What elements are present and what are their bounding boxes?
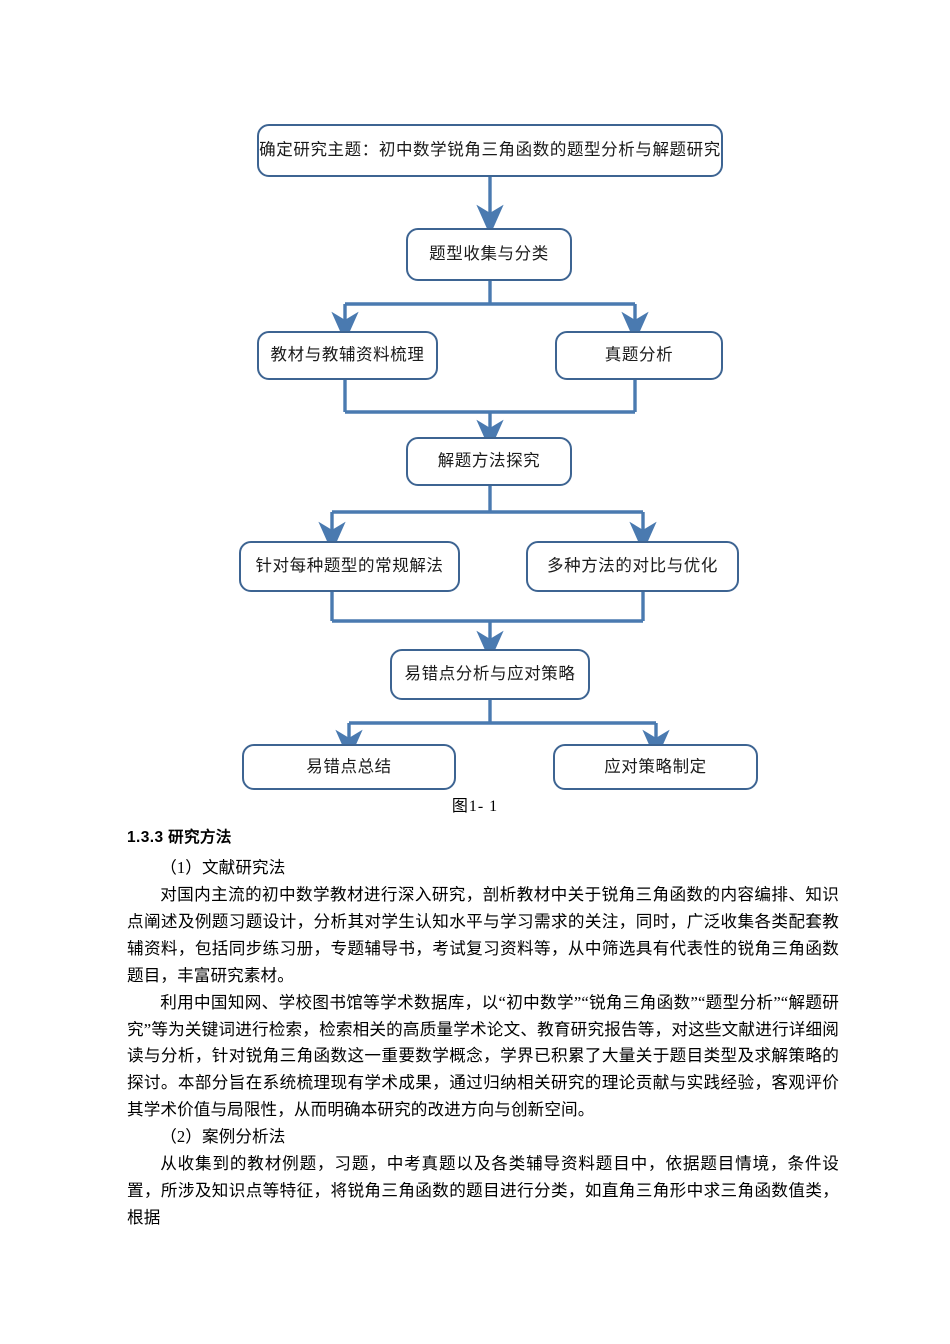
flow-node-textbook-label: 教材与教辅资料梳理 <box>270 345 425 365</box>
flow-node-strategy-label: 应对策略制定 <box>604 756 707 776</box>
paragraph-3: 从收集到的教材例题，习题，中考真题以及各类辅导资料题目中，依据题目情境，条件设置… <box>127 1153 839 1227</box>
flowchart-connectors <box>318 177 670 761</box>
flow-node-error-summary-label: 易错点总结 <box>306 756 392 776</box>
flow-node-method-label: 解题方法探究 <box>437 451 541 471</box>
subsection-label-1: （1）文献研究法 <box>160 858 286 878</box>
flow-node-compare-label: 多种方法的对比与优化 <box>547 556 718 576</box>
flow-node-compare[interactable]: 多种方法的对比与优化 <box>526 541 739 592</box>
subsection-label-2: （2）案例分析法 <box>160 1127 286 1146</box>
flow-node-method[interactable]: 解题方法探究 <box>406 437 572 486</box>
paragraph-1: 对国内主流的初中数学教材进行深入研究，剖析教材中关于锐角三角函数的内容编排、知识… <box>127 885 839 985</box>
flow-node-textbook[interactable]: 教材与教辅资料梳理 <box>257 331 438 380</box>
flow-node-routine[interactable]: 针对每种题型的常规解法 <box>239 541 460 592</box>
flow-node-collect-label: 题型收集与分类 <box>429 244 549 264</box>
paragraph-2: 利用中国知网、学校图书馆等学术数据库，以“初中数学”“锐角三角函数”“题型分析”… <box>127 992 839 1120</box>
figure-caption: 图1- 1 <box>451 798 499 815</box>
section-heading: 1.3.3 研究方法 <box>127 829 232 846</box>
flow-node-collect[interactable]: 题型收集与分类 <box>406 228 572 281</box>
research-flowchart: 确定研究主题：初中数学锐角三角函数的题型分析与解题研究 题型收集与分类 教材与教… <box>239 124 758 815</box>
document-body: 1.3.3 研究方法 （1）文献研究法 对国内主流的初中数学教材进行深入研究，剖… <box>127 826 839 1232</box>
flow-node-error-summary[interactable]: 易错点总结 <box>242 744 456 790</box>
flow-node-routine-label: 针对每种题型的常规解法 <box>255 556 444 576</box>
flow-node-topic-label: 确定研究主题：初中数学锐角三角函数的题型分析与解题研究 <box>259 140 721 160</box>
flow-node-realexam[interactable]: 真题分析 <box>555 331 723 380</box>
flow-node-strategy[interactable]: 应对策略制定 <box>553 744 758 790</box>
flow-node-realexam-label: 真题分析 <box>604 345 674 365</box>
flow-node-errors[interactable]: 易错点分析与应对策略 <box>390 649 590 700</box>
flow-node-errors-label: 易错点分析与应对策略 <box>404 664 576 684</box>
flow-node-topic[interactable]: 确定研究主题：初中数学锐角三角函数的题型分析与解题研究 <box>257 124 723 177</box>
